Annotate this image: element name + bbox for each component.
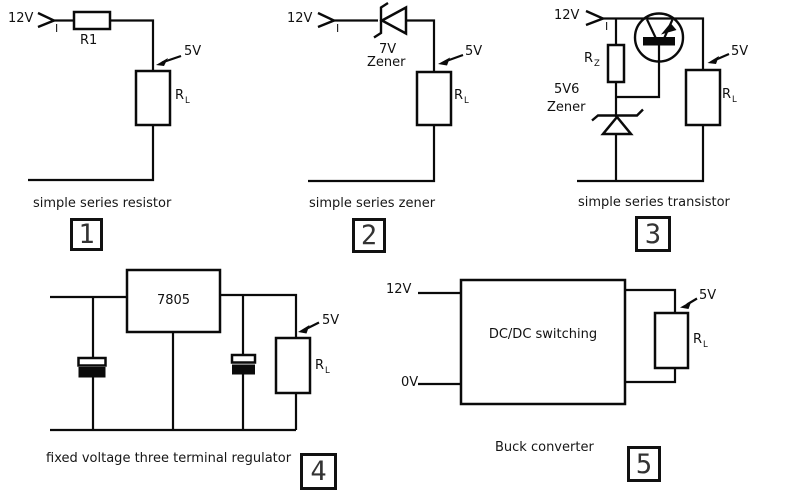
- circuit-4-drawing: [50, 268, 320, 432]
- load-letter: R: [454, 88, 464, 103]
- wire: [110, 19, 155, 71]
- load-resistor-label: RL: [175, 88, 190, 106]
- circuit-number: 1: [78, 219, 95, 250]
- current-label: I: [336, 22, 340, 35]
- output-pointer-arrowhead-icon: [298, 325, 310, 334]
- current-arrow-icon: [37, 11, 57, 29]
- input-voltage-label: 12V: [287, 11, 313, 26]
- output-wire: [220, 293, 298, 338]
- zener-value-label: 5V6: [554, 82, 580, 97]
- return-wire: [625, 368, 677, 384]
- input-voltage-label: 12V: [386, 282, 412, 297]
- current-arrow-icon: [585, 9, 607, 27]
- load-subscript: L: [325, 366, 330, 376]
- circuit-number: 5: [635, 448, 653, 480]
- circuit-number: 4: [310, 456, 327, 487]
- capacitor-plate: [77, 356, 107, 367]
- load-subscript: L: [185, 96, 190, 106]
- load-letter: R: [315, 358, 325, 373]
- circuit-4-caption: fixed voltage three terminal regulator: [46, 451, 292, 466]
- zener-value-label: 7V: [379, 42, 397, 57]
- dcdc-block-label: DC/DC switching: [488, 327, 598, 342]
- ground-voltage-label: 0V: [401, 375, 419, 390]
- circuit-number: 2: [360, 220, 378, 251]
- load-subscript: L: [732, 95, 737, 105]
- resistor-rz-symbol: [606, 43, 626, 84]
- rz-subscript: Z: [594, 59, 600, 69]
- load-resistor-label: RL: [454, 88, 469, 106]
- load-subscript: L: [464, 96, 469, 106]
- zener-diode-symbol: [379, 5, 408, 36]
- load-resistor-symbol: [653, 311, 690, 370]
- output-voltage-label: 5V: [731, 44, 749, 59]
- load-resistor-symbol: [274, 336, 312, 395]
- output-pointer-arrowhead-icon: [707, 56, 719, 64]
- circuit-3-drawing: [577, 9, 730, 183]
- transistor-base-bar: [643, 37, 675, 46]
- resistor-r1-symbol: [72, 10, 112, 31]
- output-pointer-arrowhead-icon: [438, 57, 450, 66]
- resistor-rz-label: RZ: [584, 51, 600, 69]
- zener-diode-symbol: [600, 115, 634, 136]
- output-voltage-label: 5V: [184, 44, 202, 59]
- capacitor-plate-filled: [78, 367, 106, 378]
- circuit-2-drawing: [308, 1, 464, 183]
- output-wire: [625, 288, 677, 313]
- circuit-1-drawing: [28, 10, 182, 182]
- dcdc-converter-box: [459, 278, 627, 406]
- output-pointer-arrowhead-icon: [156, 58, 168, 66]
- load-resistor-label: RL: [315, 358, 330, 376]
- transistor-base-wire: [616, 45, 661, 99]
- load-subscript: L: [703, 340, 708, 350]
- circuit-5-caption: Buck converter: [495, 440, 594, 455]
- circuit-1-number-badge: 1: [70, 218, 103, 251]
- zener-cathode-bar: [591, 108, 644, 122]
- input-voltage-label: 12V: [8, 11, 34, 26]
- load-resistor-label: RL: [693, 332, 708, 350]
- regulator-7805-label: 7805: [156, 293, 191, 308]
- wire: [308, 125, 436, 183]
- circuit-number: 3: [644, 218, 662, 250]
- circuit-3-caption: simple series transistor: [578, 195, 730, 210]
- capacitor-plate: [230, 353, 257, 364]
- load-letter: R: [175, 88, 185, 103]
- circuit-3-number-badge: 3: [635, 216, 671, 252]
- load-resistor-symbol: [684, 68, 722, 127]
- circuit-5-drawing: [418, 278, 698, 406]
- wire: [406, 19, 436, 72]
- load-resistor-label: RL: [722, 87, 737, 105]
- input-voltage-label: 12V: [554, 8, 580, 23]
- load-resistor-symbol: [415, 70, 453, 127]
- wire: [577, 125, 705, 183]
- transistor-collector-lead: [646, 19, 657, 38]
- output-voltage-label: 5V: [322, 313, 340, 328]
- circuit-2-caption: simple series zener: [309, 196, 436, 211]
- circuit-1-caption: simple series resistor: [33, 196, 172, 211]
- zener-word-label: Zener: [367, 55, 406, 70]
- transistor-emitter-arrow-icon: [661, 23, 677, 35]
- output-voltage-label: 5V: [465, 44, 483, 59]
- rz-letter: R: [584, 51, 594, 66]
- output-voltage-label: 5V: [699, 288, 717, 303]
- current-label: I: [605, 20, 609, 33]
- zener-word-label: Zener: [547, 100, 586, 115]
- output-pointer-arrowhead-icon: [680, 301, 692, 309]
- regulator-7805-box: [125, 268, 222, 334]
- circuit-2-number-badge: 2: [352, 218, 386, 253]
- load-resistor-symbol: [134, 69, 172, 127]
- wire: [603, 17, 705, 70]
- circuit-4-number-badge: 4: [300, 453, 337, 490]
- resistor-r1-label: R1: [80, 33, 98, 48]
- wire: [28, 125, 155, 182]
- current-arrow-icon: [317, 11, 337, 29]
- current-label: I: [55, 22, 59, 35]
- load-letter: R: [693, 332, 703, 347]
- load-letter: R: [722, 87, 732, 102]
- circuit-5-number-badge: 5: [627, 446, 661, 482]
- capacitor-plate-filled: [232, 364, 255, 375]
